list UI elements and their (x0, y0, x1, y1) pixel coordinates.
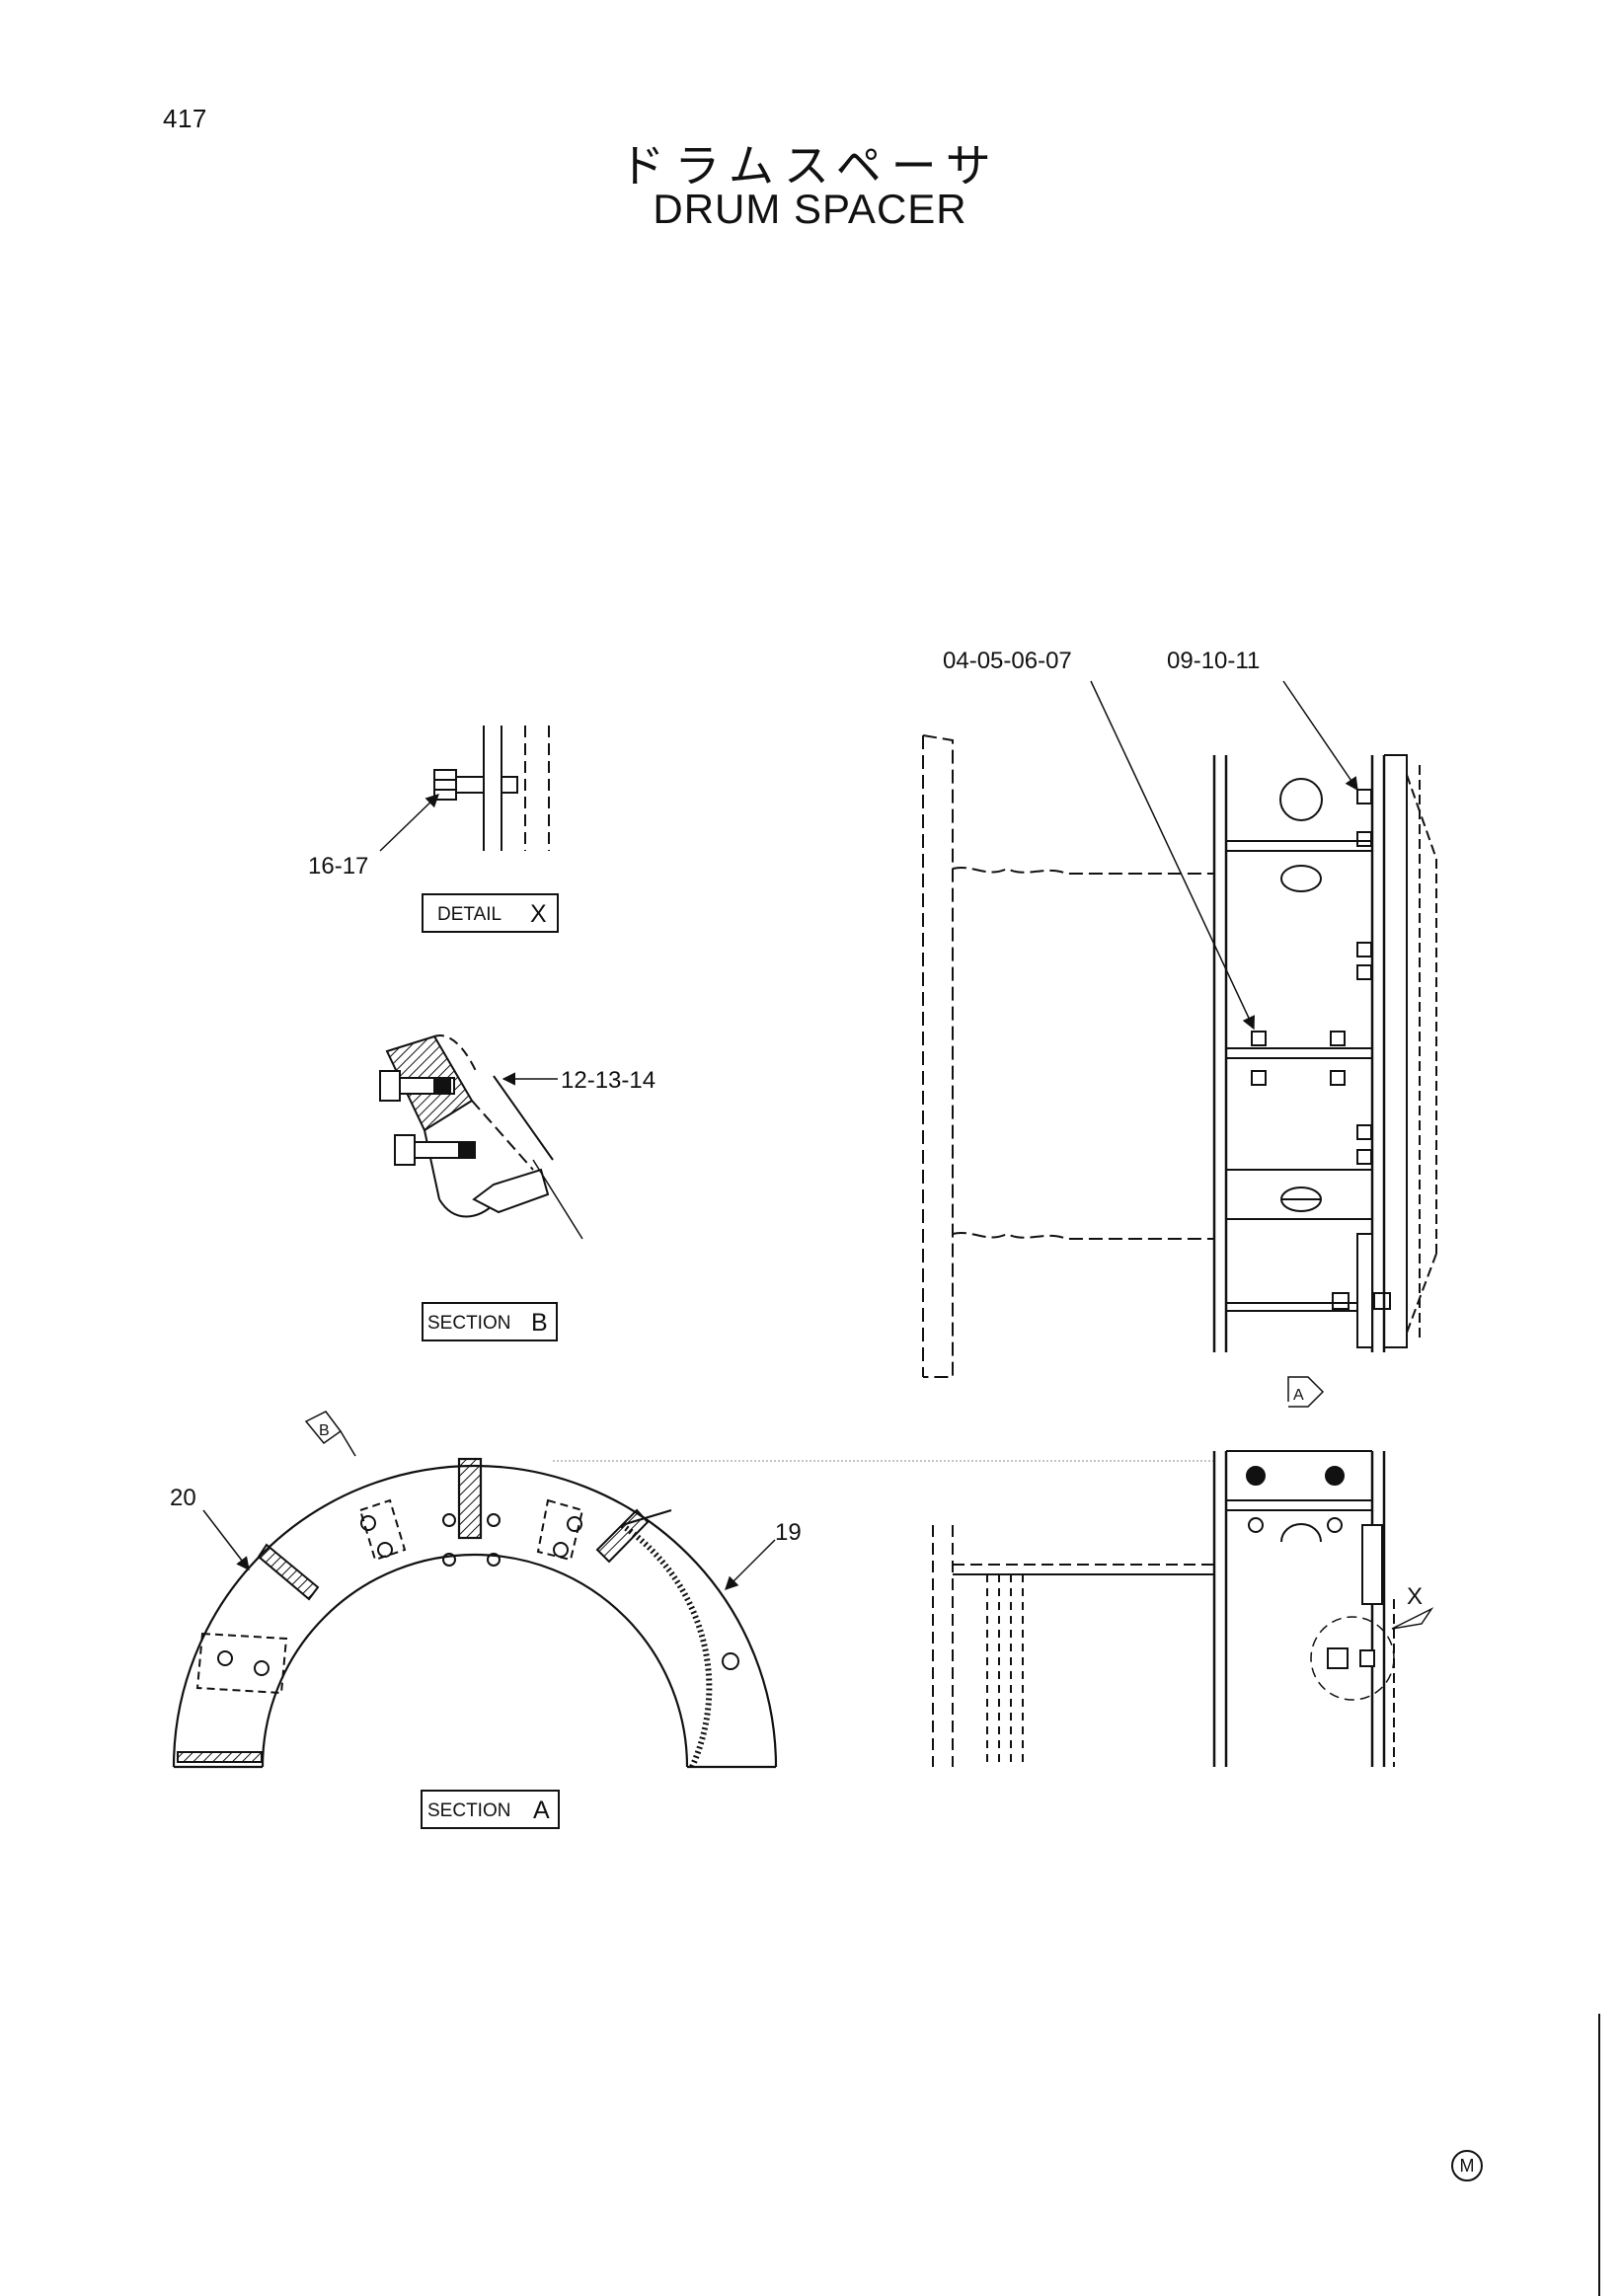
section-a-label-box: SECTION A (421, 1790, 560, 1829)
section-b-letter: B (531, 1309, 548, 1337)
detail-x-word: DETAIL (437, 904, 501, 925)
x-marker: X (1407, 1583, 1423, 1610)
callout-19: 19 (775, 1519, 802, 1546)
arrow-a-label: A (1293, 1387, 1304, 1404)
section-a-view (172, 1411, 778, 1769)
callout-12-13-14: 12-13-14 (561, 1067, 656, 1094)
callout-04-05-06-07: 04-05-06-07 (943, 648, 1072, 674)
section-a-letter: A (533, 1797, 550, 1824)
section-b-label-box: SECTION B (422, 1302, 558, 1341)
page-title: DRUM SPACER (653, 186, 967, 232)
page-title-japanese: ドラムスペーサ (619, 139, 1001, 192)
section-b-view (379, 1034, 583, 1240)
page-edge-rule (1598, 2014, 1600, 2296)
callout-16-17: 16-17 (308, 853, 368, 880)
detail-x-label-box: DETAIL X (422, 893, 559, 933)
page-number: 417 (163, 104, 207, 133)
callout-09-10-11: 09-10-11 (1167, 648, 1260, 674)
section-a-word: SECTION (427, 1800, 510, 1821)
callout-20: 20 (170, 1485, 196, 1511)
m-mark: M (1451, 2150, 1483, 2181)
section-b-word: SECTION (427, 1313, 510, 1334)
view-a (932, 1376, 1434, 1767)
detail-x-view (379, 726, 550, 852)
arrow-b-label: B (319, 1422, 330, 1439)
drum-side-view (922, 680, 1437, 1378)
detail-x-letter: X (530, 900, 547, 928)
